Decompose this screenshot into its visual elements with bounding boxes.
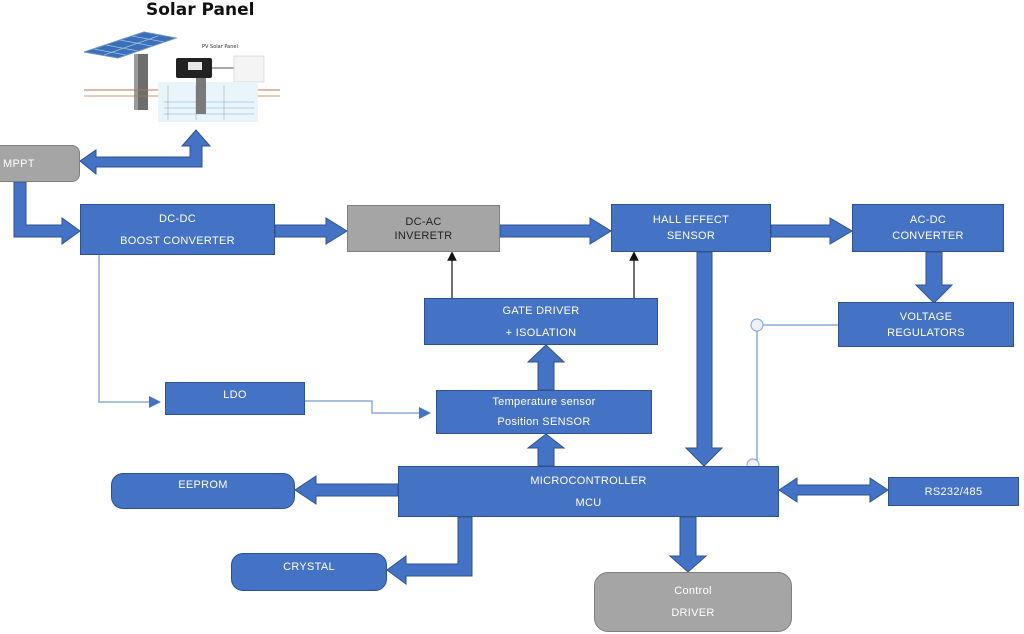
temp-label-line2: Position SENSOR [497,416,591,428]
gate-label-line1: GATE DRIVER [502,304,580,317]
hall-effect-sensor-block: HALL EFFECT SENSOR [611,204,771,252]
arrow-temp-gate [526,344,566,391]
arrow-mcu-temp [526,433,566,467]
control-label-line1: Control [674,585,712,597]
ldo-label: LDO [223,389,247,401]
solar-panel-array [84,31,178,59]
voltage-label-line2: REGULATORS [887,326,965,339]
mcu-label-line2: MCU [575,496,602,509]
arrow-mcu-eeprom [294,475,399,505]
mcu-label-line1: MICROCONTROLLER [530,474,647,487]
dcdc-boost-converter-block: DC-DC BOOST CONVERTER [80,204,275,255]
microcontroller-mcu-block: MICROCONTROLLER MCU [398,466,779,517]
arrow-mcu-rs232 [778,477,889,503]
acdc-converter-block: AC-DC CONVERTER [852,204,1004,252]
rs232-485-block: RS232/485 [888,477,1019,506]
node-circle-top [750,318,764,332]
eeprom-label: EEPROM [178,479,228,491]
line-ldo-temp [305,400,431,419]
acdc-label-line1: AC-DC [909,214,947,226]
diagram-title: Solar Panel [146,0,255,20]
controller-box [176,58,234,78]
line-dcdc-ldo [98,255,161,408]
temperature-position-sensor-block: Temperature sensor Position SENSOR [436,390,652,434]
arrow-acdc-voltage [914,251,954,304]
arrow-solar-mppt [79,129,212,176]
dcac-inverter-block: DC-AC INVERETR [347,205,500,252]
eeprom-block: EEPROM [111,473,295,509]
voltage-regulators-block: VOLTAGE REGULATORS [838,302,1014,347]
svg-text:PV Solar Panel: PV Solar Panel [202,44,238,50]
line-voltage-mcu [756,324,838,465]
mppt-label: MPPT [3,157,35,170]
crystal-block: CRYSTAL [231,553,387,591]
dcdc-label-line1: DC-DC [159,212,196,225]
arrow-mppt-dcdc [13,181,81,245]
control-driver-block: Control DRIVER [594,572,792,632]
arrow-hall-mcu [684,251,724,467]
arrow-dcdc-dcac [274,217,348,245]
gate-driver-isolation-block: GATE DRIVER + ISOLATION [424,298,658,345]
mppt-block: MPPT [0,145,80,182]
rs232-label: RS232/485 [924,485,983,498]
voltage-label-line1: VOLTAGE [899,310,953,323]
acdc-label-line2: CONVERTER [892,230,964,242]
solar-panel-illustration: PV Solar Panel [84,31,280,122]
temp-label-line1: Temperature sensor [492,396,596,408]
gate-label-line2: + ISOLATION [505,326,577,339]
crystal-label: CRYSTAL [283,561,335,573]
dcac-label-line1: DC-AC [405,215,442,228]
dcdc-label-line2: BOOST CONVERTER [120,234,235,247]
hall-label-line2: SENSOR [666,230,716,242]
dcac-label-line2: INVERETR [394,229,453,242]
control-label-line2: DRIVER [671,607,715,619]
arrow-hall-acdc [770,217,853,245]
arrow-dcac-hall [499,217,612,245]
arrow-mcu-crystal [386,516,473,585]
hall-label-line1: HALL EFFECT [652,214,730,226]
arrow-mcu-control [668,516,708,573]
ldo-block: LDO [165,382,305,415]
